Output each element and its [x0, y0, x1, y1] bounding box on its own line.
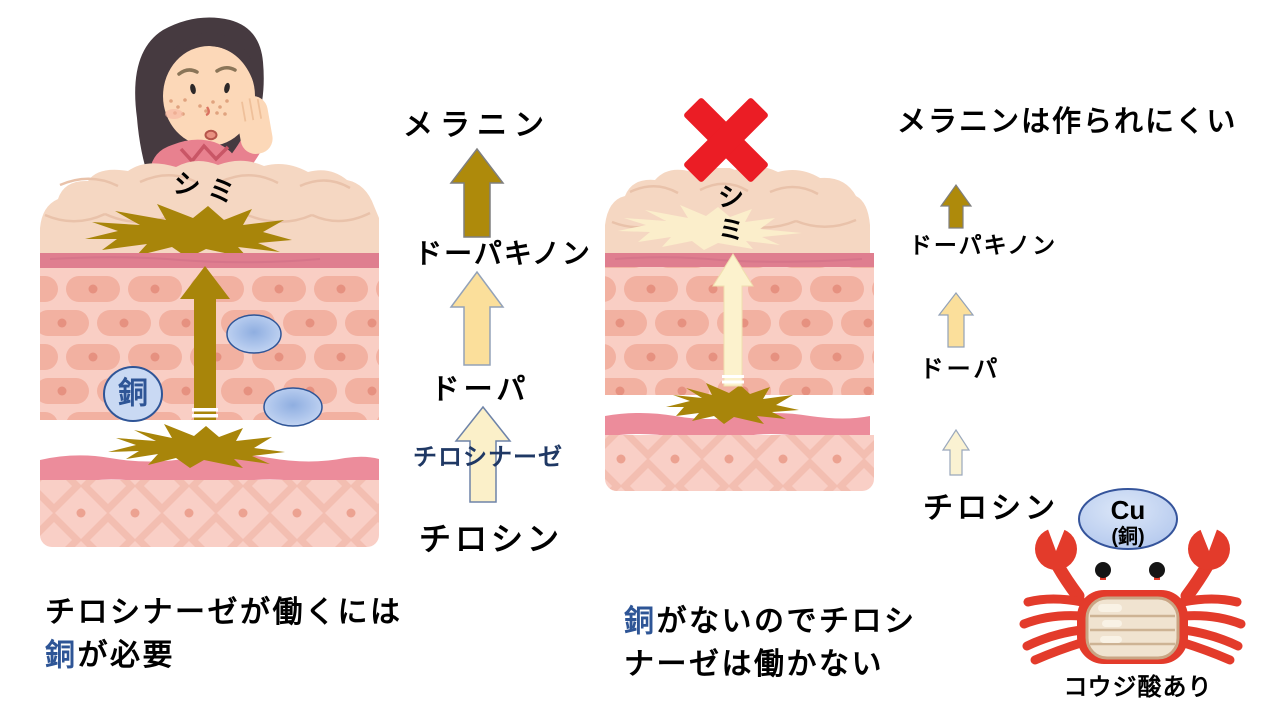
label-dopaquinone: ドーパキノン	[414, 238, 592, 269]
weak-melanin-arrow	[712, 253, 754, 387]
crab-eye-left	[1095, 562, 1111, 578]
caption-left: チロシナーゼが働くには 銅が必要	[45, 591, 403, 677]
crab-eye-right	[1149, 562, 1165, 578]
caption-left-line2: 銅が必要	[45, 639, 175, 672]
caption-middle-line1: 銅がないのでチロシ	[624, 605, 917, 638]
label-tyrosinase: チロシナーゼ	[413, 444, 563, 471]
eyebrow-left	[177, 68, 199, 76]
crab-legs	[1019, 594, 1246, 665]
copper-cell-ellipse	[263, 387, 323, 427]
copper-labeled-ellipse	[103, 366, 163, 422]
arrow-dopaquinone-to-melanin	[449, 147, 505, 238]
heading-right: メラニンは作られにくい	[897, 106, 1238, 138]
kojic-acid-caption: コウジ酸あり	[1063, 674, 1213, 701]
crab-illustration	[1019, 488, 1246, 665]
label-tyrosine: チロシン	[418, 521, 563, 557]
red-x-icon	[684, 98, 768, 182]
copper-cell-ellipse	[226, 314, 282, 354]
melanocyte-starburst-bottom-right	[666, 383, 799, 424]
caption-left-line1: チロシナーゼが働くには	[45, 596, 403, 629]
melanin-spot-starburst-top	[85, 204, 292, 258]
caption-middle-line2: ナーゼは働かない	[624, 648, 884, 681]
small-cream-arrow	[937, 292, 975, 348]
melanin-transport-arrow	[180, 266, 230, 420]
label-dopa: ドーパ	[430, 374, 530, 406]
label-dopaquinone-right: ドーパキノン	[908, 232, 1058, 258]
freckles	[169, 98, 229, 116]
label-tyrosine-right: チロシン	[923, 492, 1059, 525]
copper-label: 銅	[118, 377, 148, 410]
pathway-arrows-right	[937, 183, 975, 476]
cu-copper-ellipse	[1078, 488, 1178, 550]
small-gold-arrow	[939, 183, 973, 229]
melanocyte-starburst-bottom	[108, 424, 285, 468]
arrow-tyrosine-to-dopa-tyrosinase	[454, 405, 512, 503]
spot-label-right: シ ミ	[717, 182, 744, 245]
eyebrow-right	[215, 66, 237, 73]
small-pale-arrow	[941, 428, 971, 476]
caption-middle: 銅がないのでチロシ ナーゼは働かない	[624, 600, 917, 686]
hand-on-cheek	[235, 96, 273, 154]
skin-cross-section-right	[605, 168, 874, 491]
label-melanin: メラニン	[403, 109, 551, 142]
pale-spot-starburst	[618, 205, 802, 250]
skin-cross-section-left	[40, 160, 379, 547]
basement-membrane-band	[40, 454, 379, 487]
label-dopa-right: ドーパ	[919, 356, 1001, 383]
arrow-dopa-to-dopaquinone	[449, 270, 505, 366]
cu-sub-label: (銅)	[1111, 526, 1145, 548]
pathway-arrows-left	[449, 147, 512, 503]
cu-label: Cu	[1110, 495, 1146, 525]
